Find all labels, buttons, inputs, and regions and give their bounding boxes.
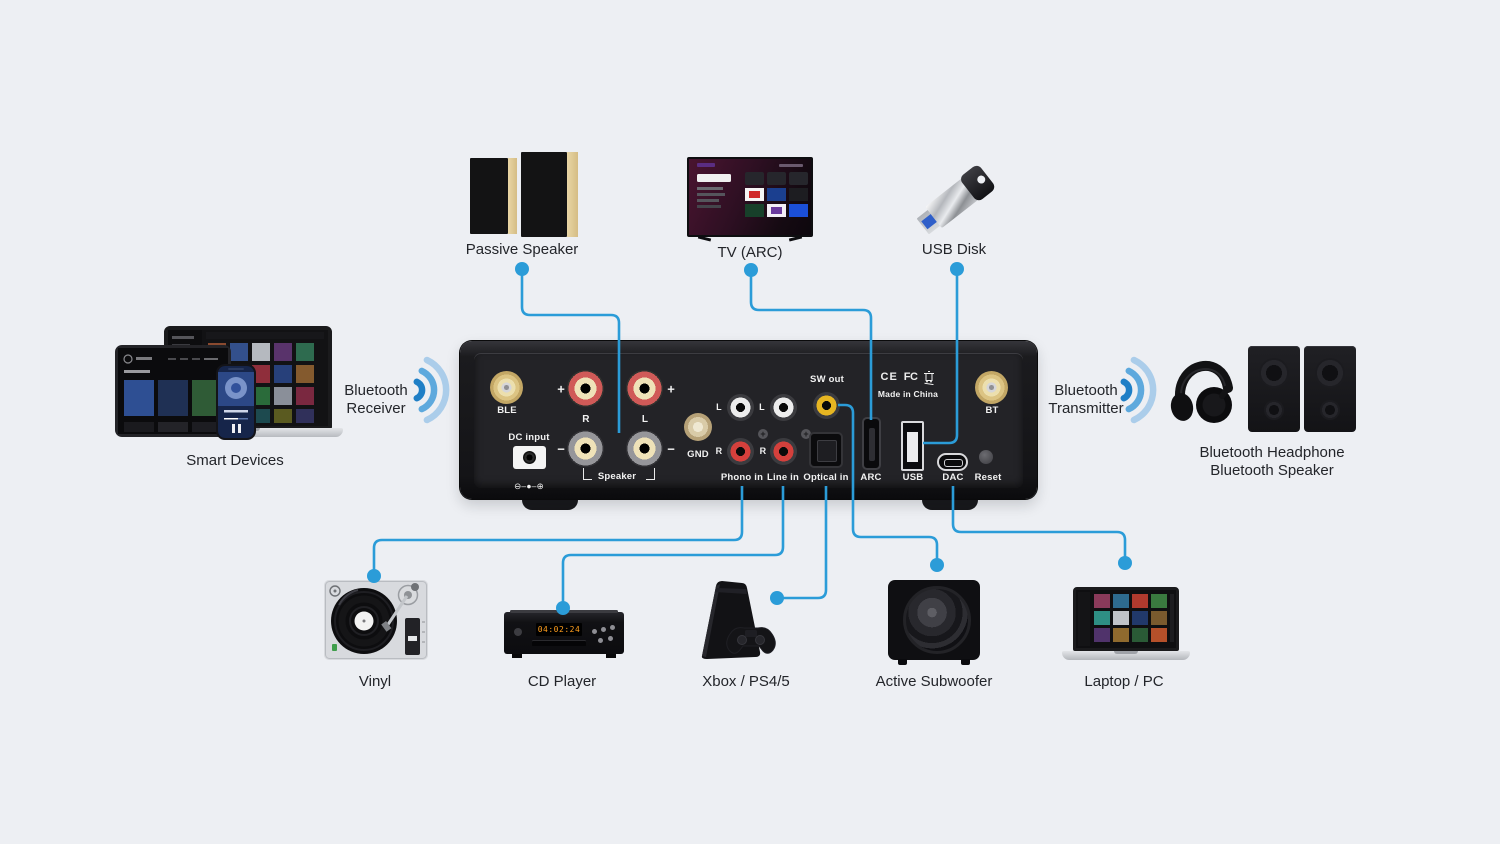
- laptop-pc-image: [1073, 587, 1179, 651]
- optical-in-port: [809, 432, 843, 468]
- bluetooth-speaker-left: [1248, 346, 1300, 432]
- made-in-china-label: Made in China: [877, 389, 939, 399]
- bluetooth-receiver-label: Bluetooth Receiver: [344, 382, 408, 417]
- ble-antenna-connector: [490, 371, 523, 404]
- laptop-pc-label: Laptop / PC: [1084, 673, 1164, 690]
- minus-sign: −: [557, 441, 565, 457]
- phono-in-l-jack: [727, 394, 754, 421]
- screw-icon: +: [758, 429, 768, 439]
- usb-c-dac-port: [937, 453, 968, 471]
- gnd-terminal: [684, 413, 712, 441]
- plus-sign: +: [667, 381, 675, 397]
- speaker-bracket-right: [646, 468, 655, 480]
- speaker-group-label: Speaker: [597, 471, 637, 482]
- phono-in-r-jack: [727, 438, 754, 465]
- optical-in-label: Optical in: [803, 472, 849, 483]
- dot-laptop: [1118, 556, 1132, 570]
- speaker-post-l-plus: [626, 370, 663, 407]
- usb-a-port: [901, 421, 924, 471]
- sw-out-label: SW out: [810, 374, 844, 385]
- dot-usb-disk: [950, 262, 964, 276]
- game-console-image: [701, 581, 776, 659]
- gnd-label: GND: [687, 449, 709, 460]
- phono-in-label: Phono in: [720, 472, 764, 483]
- phono-l-label: L: [716, 402, 722, 412]
- speaker-post-r-plus: [567, 370, 604, 407]
- weee-bin-icon: [924, 370, 935, 385]
- cd-display: 04:02:24: [536, 623, 582, 636]
- vinyl-turntable-image: [324, 580, 428, 660]
- passive-speaker-right: [521, 152, 578, 237]
- bluetooth-headphone-image: [1170, 360, 1233, 423]
- sw-out-jack: [813, 392, 840, 419]
- vinyl-label: Vinyl: [358, 673, 392, 690]
- laptop-pc-base: [1062, 651, 1190, 660]
- line-in-label: Line in: [766, 472, 800, 483]
- ce-mark: CE: [880, 371, 898, 383]
- minus-sign: −: [667, 441, 675, 457]
- bt-label: BT: [985, 405, 999, 416]
- speaker-r-label: R: [582, 414, 590, 425]
- fcc-mark: FC: [903, 371, 918, 383]
- reset-label: Reset: [974, 472, 1002, 483]
- bluetooth-transmitter-label: Bluetooth Transmitter: [1048, 382, 1124, 417]
- dc-input-jack: [513, 446, 546, 469]
- bluetooth-speaker-right: [1304, 346, 1356, 432]
- dc-polarity-symbol: ⊖–●–⊕: [514, 481, 544, 491]
- usb-disk-image: [906, 158, 1002, 244]
- tv-label: TV (ARC): [717, 244, 783, 261]
- smart-devices-label: Smart Devices: [186, 452, 284, 469]
- plus-sign: +: [557, 381, 565, 397]
- bluetooth-waves-receiver-icon: [413, 356, 450, 424]
- dot-passive-speaker: [515, 262, 529, 276]
- line-in-l-jack: [770, 394, 797, 421]
- passive-speaker-label: Passive Speaker: [465, 241, 579, 258]
- line-r-label: R: [759, 446, 767, 456]
- bluetooth-waves-transmitter-icon: [1120, 356, 1157, 424]
- game-console-label: Xbox / PS4/5: [702, 673, 790, 690]
- reset-button: [979, 450, 993, 464]
- passive-speaker-left: [470, 158, 517, 234]
- usb-disk-label: USB Disk: [921, 241, 987, 258]
- speaker-l-label: L: [641, 414, 649, 425]
- smart-devices-phone: [216, 364, 256, 440]
- smart-devices-tablet: [115, 345, 231, 437]
- dot-tv: [744, 263, 758, 277]
- dac-label: DAC: [942, 472, 964, 483]
- ble-label: BLE: [497, 405, 517, 416]
- bt-antenna-connector: [975, 371, 1008, 404]
- dc-input-label: DC input: [508, 432, 550, 443]
- line-l-label: L: [759, 402, 765, 412]
- subwoofer-label: Active Subwoofer: [875, 673, 993, 690]
- hdmi-arc-port: [862, 417, 881, 470]
- line-in-r-jack: [770, 438, 797, 465]
- speaker-bracket-left: [583, 468, 592, 480]
- usb-label: USB: [902, 472, 924, 483]
- cd-player-image: 04:02:24: [504, 610, 624, 658]
- phono-r-label: R: [715, 446, 723, 456]
- speaker-post-r-minus: [567, 430, 604, 467]
- arc-label: ARC: [860, 472, 882, 483]
- speaker-post-l-minus: [626, 430, 663, 467]
- dot-subwoofer: [930, 558, 944, 572]
- screw-icon: +: [801, 429, 811, 439]
- cd-player-label: CD Player: [527, 673, 597, 690]
- tv-image: [687, 157, 813, 237]
- cert-marks: CE FC: [868, 369, 948, 385]
- bluetooth-headphone-speaker-label: Bluetooth Headphone Bluetooth Speaker: [1199, 444, 1345, 479]
- subwoofer-image: [888, 580, 980, 665]
